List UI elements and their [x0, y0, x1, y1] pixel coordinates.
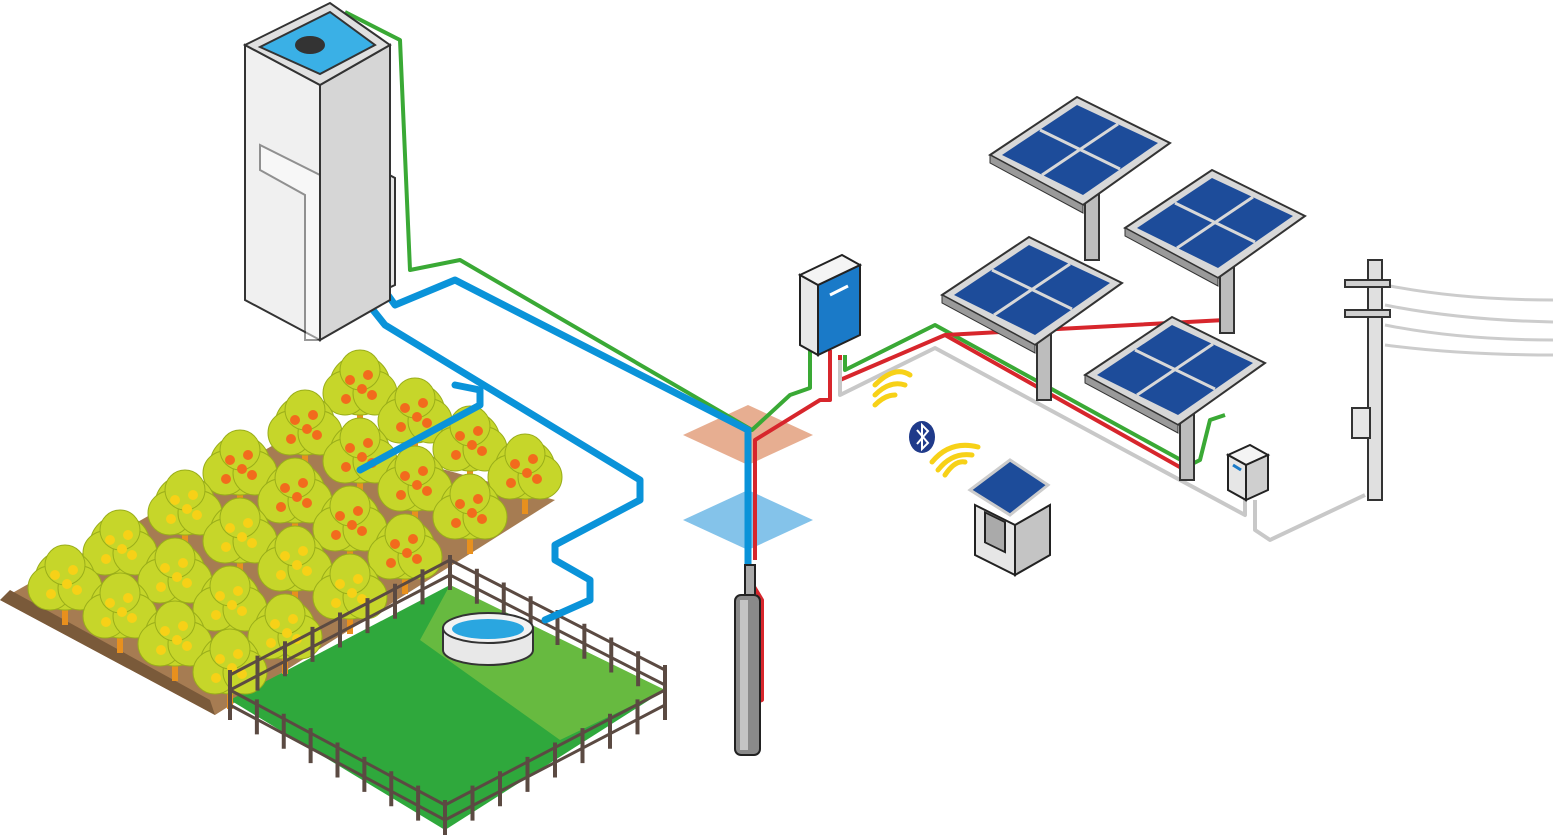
- solar-panel-icon: [988, 95, 1172, 261]
- water-tank-icon: [442, 612, 534, 666]
- solar-inverter-icon: [797, 253, 863, 357]
- bluetooth-icon: [909, 421, 935, 453]
- fruit-tree: [312, 485, 388, 566]
- solar-panel-icon: [1083, 315, 1267, 481]
- submersible-pump-icon: [734, 564, 761, 756]
- float-switch: [295, 36, 325, 54]
- fruit-tree: [367, 513, 443, 594]
- control-box-icon: [1225, 443, 1271, 502]
- water-tower-icon: [242, 1, 396, 342]
- cable-red-pump: [753, 350, 832, 560]
- utility-pole-icon: [1344, 259, 1553, 501]
- solar-panel-icon: [1123, 168, 1307, 334]
- fruit-tree: [487, 433, 563, 514]
- orchard-icon: [27, 349, 563, 709]
- cable-green-tower: [344, 10, 812, 432]
- fruit-tree: [432, 405, 508, 486]
- wireless-signal-icon: [872, 369, 981, 478]
- solar-panel-icon: [940, 235, 1124, 401]
- cable-gray-grid: [838, 346, 1366, 542]
- fruit-tree: [377, 445, 453, 526]
- water-pipe-orchard: [356, 381, 484, 474]
- weather-station-icon: [967, 458, 1051, 577]
- fruit-tree: [257, 457, 333, 538]
- fence-posts: [228, 555, 667, 835]
- fruit-tree: [137, 537, 213, 618]
- orchard-soil-shadow: [0, 590, 215, 715]
- water-pipe-return: [341, 181, 644, 624]
- fruit-tree: [82, 572, 158, 653]
- fruit-tree: [432, 473, 508, 554]
